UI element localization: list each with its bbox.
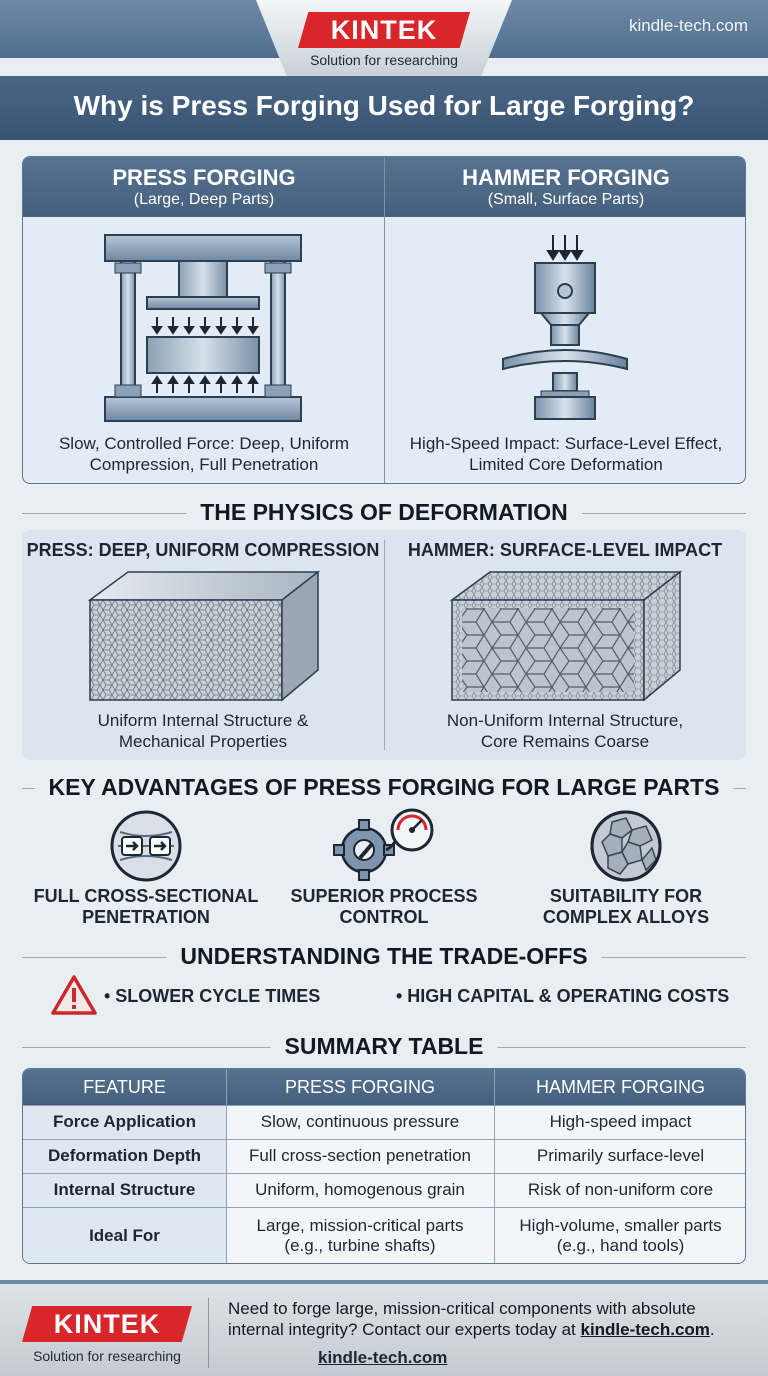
table-cell-press: Full cross-section penetration	[248, 1146, 472, 1165]
press-forging-title: PRESS FORGING	[112, 165, 296, 190]
gear-gauge-icon	[333, 808, 434, 881]
footer-brand-logo[interactable]: KINTEK	[22, 1306, 192, 1342]
table-header	[23, 1069, 745, 1105]
feature-column-bg	[23, 1105, 226, 1263]
footer-tagline: Solution for researching	[33, 1348, 181, 1364]
table-cell-press: Large, mission-critical parts (e.g., tur…	[226, 1207, 494, 1263]
hammer-caption: High-Speed Impact: Surface-Level Effect,…	[385, 433, 745, 475]
table-row-feature: Force Application	[53, 1112, 196, 1131]
table-cell-hammer: High-volume, smaller parts (e.g., hand t…	[494, 1207, 745, 1263]
page-title: Why is Press Forging Used for Large Forg…	[73, 90, 695, 121]
hammer-caption-line-2: Limited Core Deformation	[469, 455, 663, 474]
row-divider	[23, 1139, 745, 1140]
advantage-label-line-2: CONTROL	[339, 907, 429, 927]
table-cell-hammer: Risk of non-uniform core	[527, 1180, 714, 1199]
column-header-press: PRESS FORGING	[284, 1077, 436, 1097]
advantages-heading: KEY ADVANTAGES OF PRESS FORGING FOR LARG…	[22, 774, 746, 804]
advantage-label-line-1: SUPERIOR PROCESS	[290, 886, 478, 906]
press-caption: Slow, Controlled Force: Deep, Uniform Co…	[23, 433, 385, 475]
hammer-physics-caption-line-2: Core Remains Coarse	[480, 732, 650, 751]
column-divider	[494, 1069, 495, 1263]
summary-heading: SUMMARY TABLE	[22, 1033, 746, 1063]
title-bar: Why is Press Forging Used for Large Forg…	[0, 76, 768, 140]
physics-panel: PRESS: DEEP, UNIFORM COMPRESSION HAMMER:…	[22, 530, 746, 760]
row-divider	[23, 1105, 745, 1106]
press-physics-title: PRESS: DEEP, UNIFORM COMPRESSION	[26, 540, 380, 560]
footer-cta-link[interactable]: kindle-tech.com	[580, 1320, 710, 1339]
tradeoff-costs: • HIGH CAPITAL & OPERATING COSTS	[396, 986, 730, 1006]
physics-heading: THE PHYSICS OF DEFORMATION	[22, 499, 746, 529]
cell-line-1: Large, mission-critical parts	[256, 1216, 464, 1235]
table-row-feature: Deformation Depth	[48, 1146, 201, 1165]
advantage-penetration: FULL CROSS-SECTIONAL PENETRATION	[26, 886, 266, 928]
comparison-divider	[384, 157, 385, 483]
summary-table: FEATURE PRESS FORGING HAMMER FORGING For…	[22, 1068, 746, 1264]
table-cell-hammer: High-speed impact	[549, 1112, 692, 1131]
column-divider	[226, 1069, 227, 1263]
press-illustration	[104, 234, 302, 422]
column-header-feature: FEATURE	[83, 1077, 166, 1097]
row-divider	[23, 1173, 745, 1174]
press-forging-subtitle: (Large, Deep Parts)	[133, 191, 275, 208]
hammer-physics-caption: Non-Uniform Internal Structure, Core Rem…	[384, 710, 746, 752]
row-divider	[23, 1207, 745, 1208]
physics-heading-text: THE PHYSICS OF DEFORMATION	[186, 499, 582, 526]
hammer-forging-title: HAMMER FORGING	[462, 165, 670, 190]
tradeoffs-heading: UNDERSTANDING THE TRADE-OFFS	[22, 943, 746, 973]
advantage-label-line-2: PENETRATION	[82, 907, 210, 927]
hammer-illustration	[502, 235, 628, 420]
column-header-hammer: HAMMER FORGING	[536, 1077, 705, 1097]
advantage-label-line-1: SUITABILITY FOR	[549, 886, 703, 906]
summary-heading-text: SUMMARY TABLE	[270, 1033, 498, 1060]
physics-divider	[384, 540, 385, 750]
table-row-feature: Internal Structure	[53, 1180, 196, 1199]
advantage-complex-alloys: SUITABILITY FOR COMPLEX ALLOYS	[506, 886, 746, 928]
tradeoff-cycle-times: • SLOWER CYCLE TIMES	[104, 986, 321, 1006]
press-caption-line-2: Compression, Full Penetration	[89, 455, 319, 474]
hammer-physics-title: HAMMER: SURFACE-LEVEL IMPACT	[407, 540, 723, 560]
hammer-grain-block	[450, 570, 683, 702]
table-cell-press: Slow, continuous pressure	[260, 1112, 460, 1131]
press-caption-line-1: Slow, Controlled Force: Deep, Uniform	[58, 434, 350, 453]
hammer-forging-subtitle: (Small, Surface Parts)	[487, 191, 645, 208]
footer-divider	[208, 1298, 209, 1368]
penetration-icon	[110, 810, 182, 882]
forging-comparison-panel: PRESS FORGING (Large, Deep Parts) HAMMER…	[22, 156, 746, 484]
warning-icon	[51, 975, 97, 1015]
advantage-process-control: SUPERIOR PROCESS CONTROL	[264, 886, 504, 928]
press-grain-block	[88, 570, 321, 702]
footer-cta: Need to forge large, mission-critical co…	[228, 1299, 715, 1339]
brand-logo[interactable]: KINTEK	[298, 12, 470, 48]
footer-cta-text: Need to forge large, mission-critical co…	[228, 1299, 696, 1339]
press-physics-caption-line-1: Uniform Internal Structure &	[97, 711, 309, 730]
footer: KINTEK Solution for researching Need to …	[0, 1280, 768, 1376]
table-cell-press: Uniform, homogenous grain	[255, 1180, 465, 1199]
advantage-label-line-2: COMPLEX ALLOYS	[542, 907, 710, 927]
press-physics-caption: Uniform Internal Structure & Mechanical …	[22, 710, 384, 752]
advantage-label-line-1: FULL CROSS-SECTIONAL	[33, 886, 259, 906]
advantages-heading-text: KEY ADVANTAGES OF PRESS FORGING FOR LARG…	[34, 774, 734, 801]
header-url[interactable]: kindle-tech.com	[628, 16, 748, 35]
hammer-physics-caption-line-1: Non-Uniform Internal Structure,	[446, 711, 684, 730]
press-physics-caption-line-2: Mechanical Properties	[118, 732, 288, 751]
cell-line-2: (e.g., hand tools)	[556, 1236, 685, 1255]
cell-line-1: High-volume, smaller parts	[519, 1216, 722, 1235]
tradeoffs-heading-text: UNDERSTANDING THE TRADE-OFFS	[166, 943, 602, 970]
alloy-grain-icon	[590, 810, 662, 882]
footer-url[interactable]: kindle-tech.com	[318, 1348, 448, 1367]
cell-line-2: (e.g., turbine shafts)	[284, 1236, 436, 1255]
table-row-feature: Ideal For	[89, 1226, 160, 1245]
brand-tagline: Solution for researching	[310, 52, 458, 68]
table-cell-hammer: Primarily surface-level	[536, 1146, 705, 1165]
hammer-caption-line-1: High-Speed Impact: Surface-Level Effect,	[409, 434, 723, 453]
